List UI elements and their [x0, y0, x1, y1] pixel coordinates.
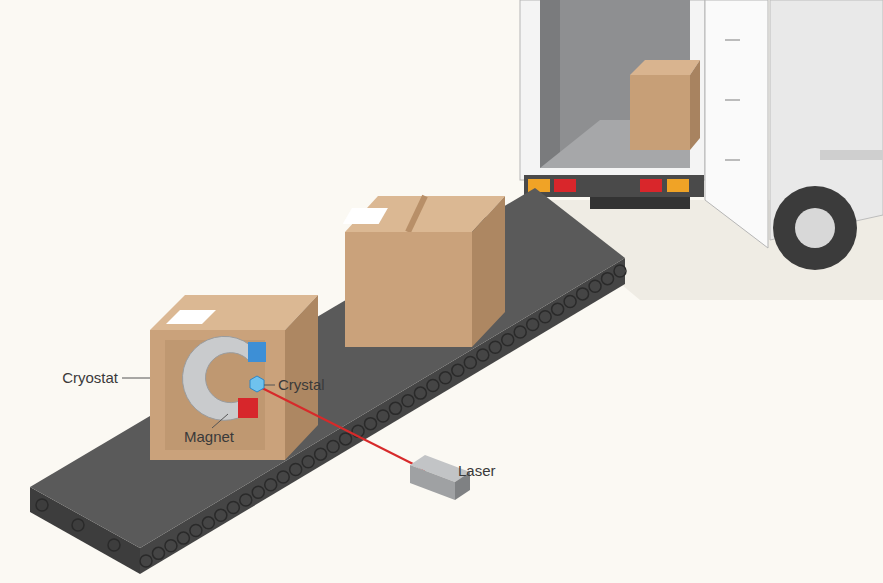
truck-interior: [540, 0, 690, 168]
roller: [108, 539, 120, 551]
crystal: [250, 376, 264, 392]
box-side: [690, 60, 700, 150]
roller: [290, 463, 302, 475]
truck-underframe: [590, 197, 690, 209]
roller: [577, 288, 589, 300]
roller: [402, 395, 414, 407]
magnet-pole: [248, 342, 266, 362]
conveyor-belt: [30, 188, 625, 548]
roller: [464, 357, 476, 369]
laser-front: [410, 465, 455, 500]
light: [528, 179, 550, 192]
roller: [227, 502, 239, 514]
roller: [315, 448, 327, 460]
shipping-label: [166, 310, 216, 324]
part-label: Cryostat: [62, 369, 118, 387]
roller: [340, 433, 352, 445]
roller: [514, 326, 526, 338]
hub: [795, 208, 835, 248]
roller: [252, 486, 264, 498]
laser-beam: [258, 386, 425, 470]
roller: [202, 517, 214, 529]
roller: [539, 311, 551, 323]
roller: [414, 387, 426, 399]
roller: [177, 532, 189, 544]
roller: [439, 372, 451, 384]
roller: [602, 273, 614, 285]
truck-frame: [520, 0, 705, 180]
roller: [140, 555, 152, 567]
roller: [377, 410, 389, 422]
roller: [277, 471, 289, 483]
roller: [489, 341, 501, 353]
roller: [215, 509, 227, 521]
roller: [152, 547, 164, 559]
roller: [165, 540, 177, 552]
part-label: Crystal: [278, 376, 325, 394]
roller: [502, 334, 514, 346]
light: [554, 179, 576, 192]
light: [640, 179, 662, 192]
roller: [614, 265, 626, 277]
roller: [365, 418, 377, 430]
box-front: [345, 232, 472, 347]
roller: [240, 494, 252, 506]
magnet-pole: [238, 398, 258, 418]
truck-door: [705, 0, 768, 248]
roller: [190, 524, 202, 536]
box-front: [150, 330, 285, 460]
roller: [552, 303, 564, 315]
box-top: [630, 60, 700, 75]
roller: [327, 441, 339, 453]
roller: [427, 379, 439, 391]
roller: [564, 296, 576, 308]
roller: [265, 479, 277, 491]
box-front: [630, 75, 690, 150]
roller: [36, 499, 48, 511]
light: [667, 179, 689, 192]
wheel: [773, 186, 857, 270]
leader-line: [264, 385, 275, 386]
roller: [302, 456, 314, 468]
shipping-label: [343, 208, 388, 224]
leader-line: [212, 414, 228, 428]
roller: [452, 364, 464, 376]
leader-line: [122, 378, 150, 379]
roller: [477, 349, 489, 361]
roller: [389, 402, 401, 414]
part-label: Magnet: [184, 428, 234, 446]
truck-trim: [820, 150, 883, 160]
roller: [589, 280, 601, 292]
box-side: [472, 196, 505, 347]
roller: [527, 318, 539, 330]
roller: [72, 519, 84, 531]
bumper: [524, 175, 704, 197]
part-label: Laser: [458, 462, 496, 480]
